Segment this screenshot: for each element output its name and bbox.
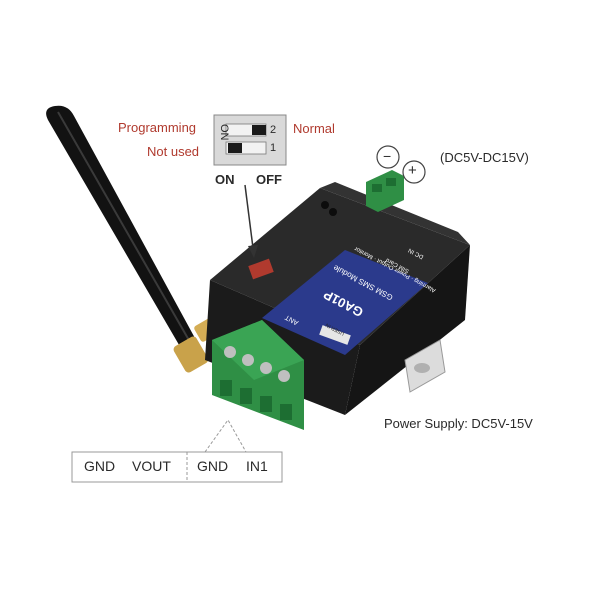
- terminal-callout: [71, 419, 283, 483]
- dip-switch-number-1: 1: [270, 142, 277, 154]
- plus-circle: [402, 160, 426, 184]
- terminal-gnd-left: GND: [84, 458, 116, 474]
- antenna-connector: [173, 336, 209, 373]
- minus-circle: [376, 145, 400, 169]
- programming-label: Programming: [118, 120, 197, 135]
- power-range-label: (DC5V-DC15V): [440, 150, 529, 165]
- not-used-label: Not used: [147, 144, 200, 159]
- dip-switch-diagram: [213, 114, 287, 166]
- normal-label: Normal: [293, 121, 335, 136]
- terminal-gnd-right: GND: [197, 458, 229, 474]
- off-label: OFF: [256, 172, 282, 187]
- dip-switch-number-2: 2: [270, 124, 277, 136]
- on-label: ON: [215, 172, 235, 187]
- terminal-in1: IN1: [246, 458, 268, 474]
- signal-terminal-block: [212, 320, 304, 430]
- plus-symbol: +: [408, 162, 417, 179]
- dip-arrow: [244, 184, 258, 258]
- dip-switch-side-text: ON: [218, 124, 230, 141]
- mount-tab: [404, 339, 446, 393]
- power-terminal-block: [366, 170, 404, 212]
- module-label: [262, 250, 428, 355]
- power-supply-label: Power Supply: DC5V-15V: [384, 416, 533, 431]
- dip-switch-device: [248, 258, 274, 280]
- terminal-vout: VOUT: [132, 458, 171, 474]
- minus-symbol: −: [383, 148, 392, 164]
